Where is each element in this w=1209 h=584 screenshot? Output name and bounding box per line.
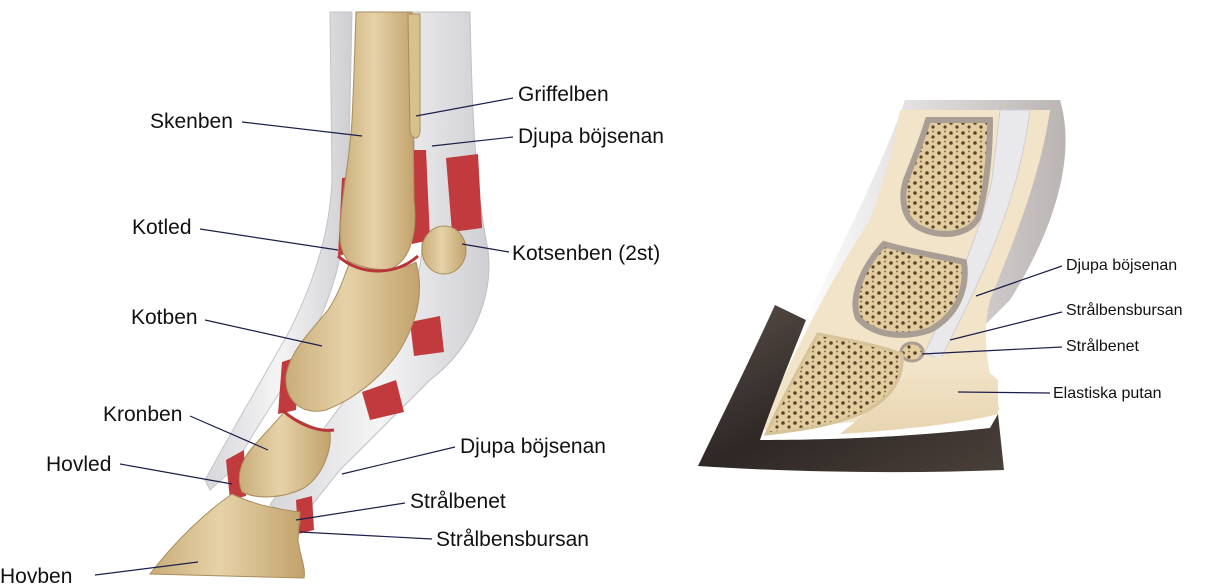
label-djupa-bojsenan: Djupa böjsenan [460, 435, 606, 458]
label-kronben: Kronben [103, 403, 182, 426]
red-ligament-mid-back [410, 316, 444, 356]
label-kotsenben: Kotsenben (2st) [512, 242, 660, 265]
label-skenben: Skenben [150, 110, 233, 133]
label-stralbensbursan: Strålbensbursan [436, 528, 589, 551]
griffelben-bone [408, 14, 420, 138]
label-djupa-bojsenan-top: Djupa böjsenan [518, 125, 664, 148]
crop-mask-right-of-left-figure [670, 120, 700, 270]
label-hovben: Hovben [0, 565, 72, 584]
right-labels: Djupa böjsenan Strålbensbursan Strålbene… [1053, 257, 1183, 402]
label-right-elastiska-putan: Elastiska putan [1053, 385, 1162, 402]
right-stralbenet [901, 343, 923, 361]
red-ligament-upper-back [446, 154, 482, 232]
label-griffelben: Griffelben [518, 83, 609, 106]
label-right-stralbenet: Strålbenet [1066, 337, 1139, 355]
label-right-djupa-bojsenan: Djupa böjsenan [1066, 257, 1177, 274]
kotsenben-bone [422, 226, 466, 274]
leader-kotled [200, 229, 338, 250]
label-hovled: Hovled [46, 453, 111, 476]
leader-stralbensbursan [300, 532, 432, 539]
label-stralbenet: Strålbenet [410, 490, 506, 513]
label-kotben: Kotben [131, 306, 198, 329]
label-right-stralbensbursan: Strålbensbursan [1066, 301, 1183, 319]
right-hoof-section-figure [698, 100, 1066, 472]
label-kotled: Kotled [132, 216, 192, 239]
